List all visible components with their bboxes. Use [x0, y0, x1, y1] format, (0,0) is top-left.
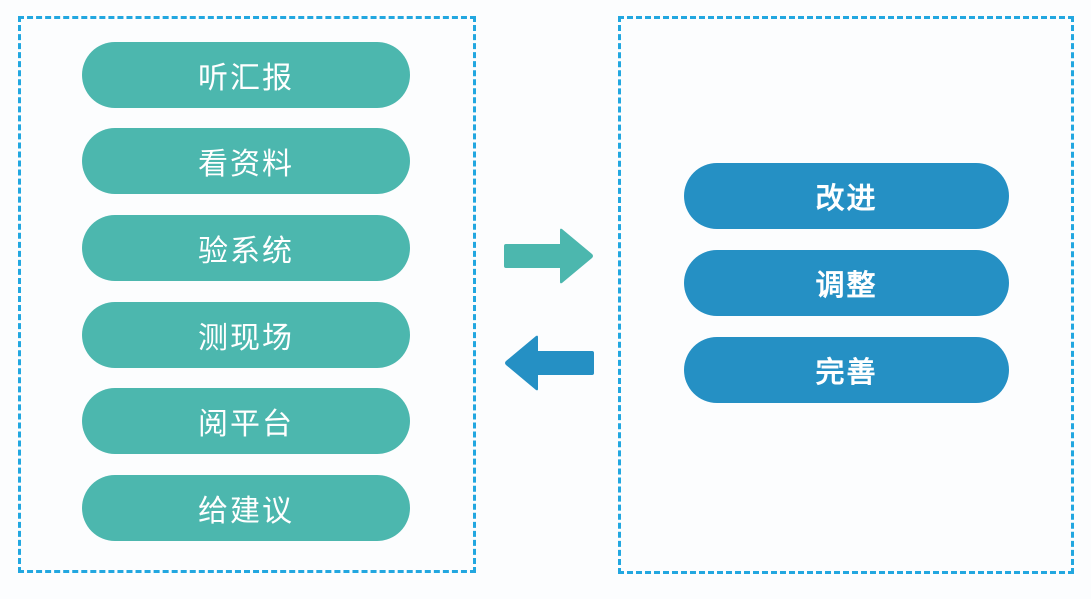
pill-inspection-4[interactable]: 测现场 — [82, 302, 410, 368]
pill-inspection-5[interactable]: 阅平台 — [82, 388, 410, 454]
pill-label: 给建议 — [198, 495, 294, 528]
pill-label: 改进 — [815, 183, 878, 215]
pill-inspection-2[interactable]: 看资料 — [82, 128, 410, 194]
pill-inspection-6[interactable]: 给建议 — [82, 475, 410, 541]
pill-label: 测现场 — [198, 322, 294, 355]
pill-inspection-3[interactable]: 验系统 — [82, 215, 410, 281]
pill-improvement-2[interactable]: 调整 — [684, 250, 1009, 316]
pill-label: 阅平台 — [198, 408, 294, 441]
pill-label: 完善 — [815, 357, 878, 389]
pill-improvement-3[interactable]: 完善 — [684, 337, 1009, 403]
pill-label: 调整 — [815, 270, 878, 302]
group-box-inspection-activities — [18, 16, 476, 573]
pill-inspection-1[interactable]: 听汇报 — [82, 42, 410, 108]
pill-improvement-1[interactable]: 改进 — [684, 163, 1009, 229]
pill-label: 听汇报 — [198, 62, 294, 95]
pill-label: 验系统 — [198, 235, 294, 268]
arrow-left-icon — [504, 335, 594, 391]
pill-label: 看资料 — [198, 148, 294, 181]
group-box-improvement-actions — [618, 16, 1074, 574]
arrow-right-icon — [504, 228, 594, 284]
